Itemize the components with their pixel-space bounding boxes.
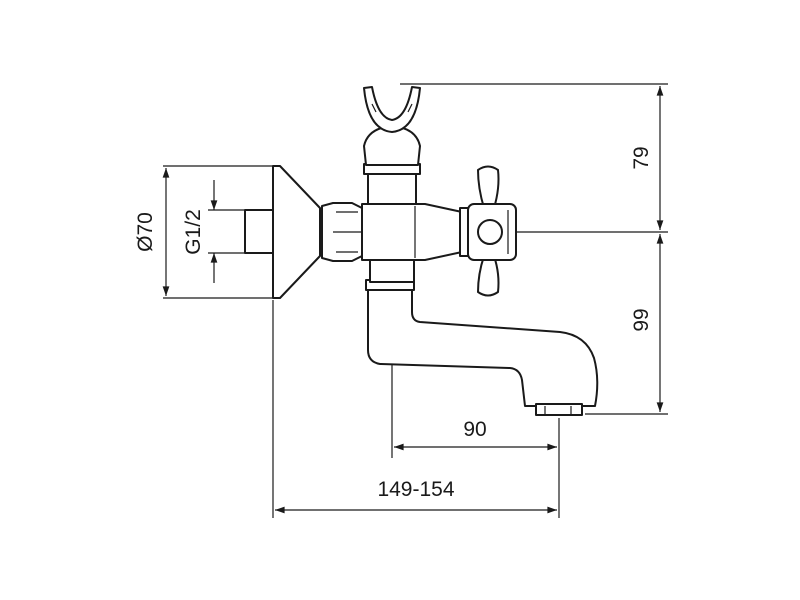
label-height-79: 79 <box>630 146 653 169</box>
wall-flange <box>272 165 321 299</box>
cross-handle <box>467 165 517 297</box>
wall-connector <box>244 209 276 254</box>
label-total-reach: 149-154 <box>377 478 454 501</box>
dimension-labels: Ø70 G1/2 79 99 90 149-154 <box>134 146 653 501</box>
diverter-neck <box>367 169 417 205</box>
handle-arm-bottom <box>477 255 500 297</box>
shower-holder <box>363 86 421 133</box>
label-reach-90: 90 <box>463 418 486 441</box>
aerator <box>535 403 583 416</box>
lower-neck <box>369 259 415 283</box>
handle-arm-top <box>477 165 500 209</box>
valve-body <box>361 203 463 261</box>
faucet-body <box>244 86 599 416</box>
handle-center-cap <box>477 219 503 245</box>
label-height-99: 99 <box>630 308 653 331</box>
spout <box>367 289 599 407</box>
label-thread: G1/2 <box>182 209 205 255</box>
label-flange-diameter: Ø70 <box>134 212 157 252</box>
dimension-lines <box>162 86 664 514</box>
